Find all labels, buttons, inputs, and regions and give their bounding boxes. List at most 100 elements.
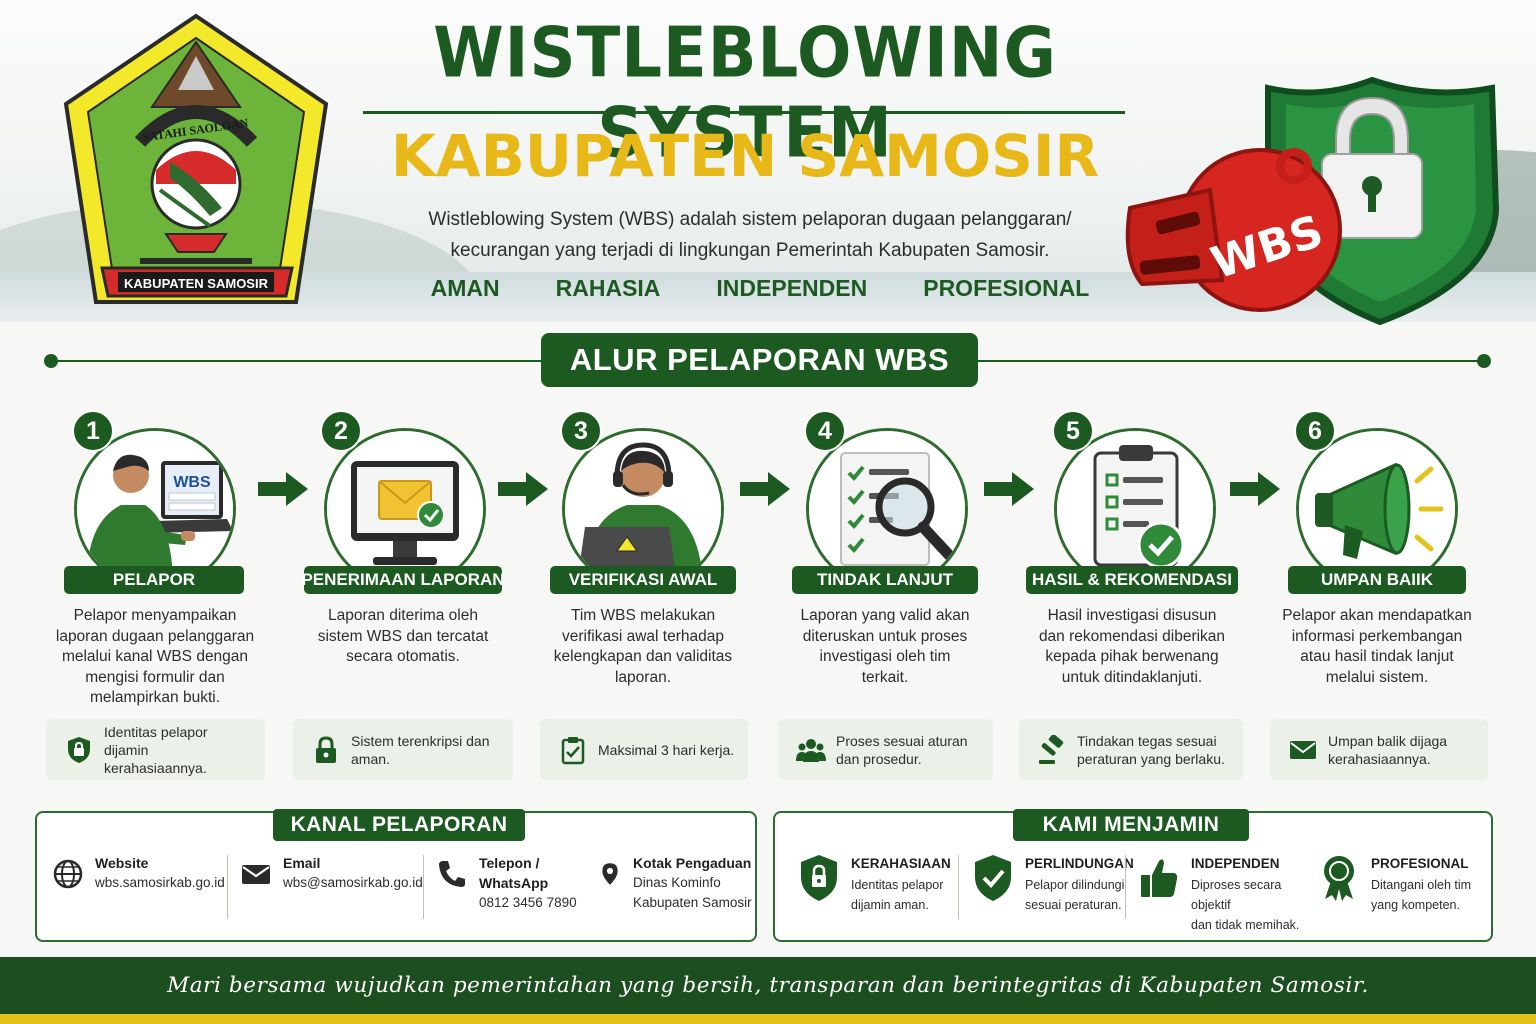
step-illustration <box>324 428 486 590</box>
megaphone-icon <box>1299 431 1455 587</box>
description-line-2: kecurangan yang terjadi di lingkungan Pe… <box>450 240 1050 261</box>
desc-line: Laporan diterima oleh <box>328 607 478 624</box>
kanal-pelaporan-panel: KANAL PELAPORAN Website wbs.samosirkab.g… <box>35 809 757 942</box>
jamin-item-text: Pelapor dilindungi <box>1025 878 1125 892</box>
alur-section-title: ALUR PELAPORAN WBS <box>541 333 978 387</box>
clipboard-approved-icon <box>1057 431 1213 587</box>
team-icon <box>796 735 826 765</box>
desc-line: Pelapor menyampaikan <box>73 607 237 624</box>
jamin-item-text: dan tidak memihak. <box>1191 918 1300 932</box>
step-5-note: Tindakan tegas sesuai peraturan yang ber… <box>1019 719 1243 780</box>
jamin-item-title: INDEPENDEN <box>1191 856 1280 871</box>
website-url[interactable]: wbs.samosirkab.go.id <box>95 875 225 890</box>
page-description: Wistleblowing System (WBS) adalah sistem… <box>380 204 1120 266</box>
note-line: Maksimal 3 hari kerja. <box>598 741 735 758</box>
note-line: Umpan balik dijaga <box>1328 732 1448 749</box>
phone-number[interactable]: 0812 3456 7890 <box>479 895 577 910</box>
email-address[interactable]: wbs@samosirkab.go.id <box>283 875 423 890</box>
monitor-mail-icon <box>327 431 483 587</box>
step-label: UMPAN BAIIK <box>1288 566 1466 594</box>
padlock-icon <box>311 735 341 765</box>
kanal-item-website[interactable]: Website wbs.samosirkab.go.id <box>51 853 231 923</box>
note-line: dijamin kerahasiaannya. <box>104 741 207 776</box>
step-illustration <box>1054 428 1216 590</box>
kanal-item-title: Kotak Pengaduan <box>633 855 752 871</box>
jamin-item-text: sesuai peraturan. <box>1025 898 1122 912</box>
kanal-item-title: Telepon / WhatsApp <box>479 855 549 891</box>
kabupaten-samosir-logo: KABUPATEN SAMOSIR SATAHI SAOLOAN <box>60 12 332 316</box>
kanal-item-telepon[interactable]: Telepon / WhatsApp 0812 3456 7890 <box>435 853 595 923</box>
desc-line: Laporan yang valid akan <box>800 607 970 624</box>
desc-line: melampirkan bukti. <box>89 689 221 706</box>
step-2-note: Sistem terenkripsi dan aman. <box>293 719 513 780</box>
step-description: Laporan diterima oleh sistem WBS dan ter… <box>298 606 508 668</box>
note-line: aman. <box>351 750 390 767</box>
jamin-item-title: PROFESIONAL <box>1371 856 1469 871</box>
desc-line: laporan dugaan pelanggaran <box>55 627 255 645</box>
step-label: HASIL & REKOMENDASI <box>1026 566 1238 594</box>
kami-menjamin-panel: KAMI MENJAMIN KERAHASIAAN Identitas pela… <box>773 809 1493 942</box>
jamin-item-text: yang kompeten. <box>1371 898 1460 912</box>
step-description: Hasil investigasi disusun dan rekomendas… <box>1026 606 1238 688</box>
desc-line: diteruskan untuk proses <box>802 627 968 645</box>
desc-line: kelengkapan dan validitas <box>553 648 733 665</box>
jamin-item-title: KERAHASIAAN <box>851 856 951 871</box>
note-line: Proses sesuai aturan <box>836 732 968 749</box>
jamin-item-independen: INDEPENDEN Diproses secara objektif dan … <box>1139 853 1319 932</box>
operator-headset-icon <box>565 431 721 587</box>
column-divider <box>958 855 959 919</box>
email-icon <box>239 857 273 891</box>
globe-icon <box>51 857 85 891</box>
location-pin-icon <box>597 857 623 891</box>
page-title: WISTLEBLOWING SYSTEM <box>433 14 1057 174</box>
thumbs-up-icon <box>1139 853 1179 903</box>
desc-line: atau hasil tindak lanjut <box>1300 648 1454 665</box>
kanal-item-kotak-pengaduan: Kotak Pengaduan Dinas Kominfo Kabupaten … <box>597 853 757 923</box>
step-1-note: Identitas pelapor dijamin kerahasiaannya… <box>46 719 265 780</box>
value-item: INDEPENDEN <box>716 274 868 301</box>
jamin-item-profesional: PROFESIONAL Ditangani oleh tim yang komp… <box>1319 853 1489 923</box>
desc-line: Tim WBS melakukan <box>570 607 716 624</box>
clipboard-check-icon <box>558 735 588 765</box>
step-3-note: Maksimal 3 hari kerja. <box>540 719 748 780</box>
document-magnifier-icon <box>809 431 965 587</box>
step-description: Pelapor akan mendapatkan informasi perke… <box>1272 606 1482 688</box>
jamin-item-perlindungan: PERLINDUNGAN Pelapor dilindungi sesuai p… <box>973 853 1134 923</box>
desc-line: verifikasi awal terhadap <box>562 627 724 645</box>
step-number: 5 <box>1052 410 1094 452</box>
step-illustration: WBS <box>74 428 236 590</box>
gavel-icon <box>1037 733 1067 765</box>
step-label: PELAPOR <box>64 566 244 594</box>
jamin-item-kerahasiaan: KERAHASIAAN Identitas pelapor dijamin am… <box>799 853 965 923</box>
step-number: 4 <box>804 410 846 452</box>
note-line: Identitas pelapor <box>104 723 208 740</box>
phone-icon <box>435 857 469 891</box>
step-number: 6 <box>1294 410 1336 452</box>
desc-line: secara otomatis. <box>346 648 460 665</box>
flow-arrow-icon <box>984 472 1034 506</box>
laptop-screen-text: WBS <box>173 474 211 491</box>
page-subtitle: KABUPATEN SAMOSIR <box>390 122 1100 190</box>
award-ribbon-icon <box>1319 853 1359 903</box>
address-line: Dinas Kominfo <box>633 875 721 890</box>
flow-arrow-icon <box>258 472 308 506</box>
note-line: Sistem terenkripsi dan <box>351 732 490 749</box>
column-divider <box>423 855 424 919</box>
step-illustration <box>806 428 968 590</box>
step-number: 2 <box>320 410 362 452</box>
kanal-panel-title: KANAL PELAPORAN <box>273 809 525 841</box>
desc-line: sistem WBS dan tercatat <box>317 627 489 645</box>
note-line: peraturan yang berlaku. <box>1077 750 1225 767</box>
column-divider <box>1125 855 1126 919</box>
jamin-item-text: Diproses secara objektif <box>1191 878 1282 912</box>
rule-end-dot <box>44 354 58 368</box>
step-description: Tim WBS melakukan verifikasi awal terhad… <box>540 606 746 688</box>
step-description: Pelapor menyampaikan laporan dugaan pela… <box>50 606 260 709</box>
desc-line: mengisi formulir dan <box>85 668 225 686</box>
flow-arrow-icon <box>740 472 790 506</box>
kanal-item-email[interactable]: Email wbs@samosirkab.go.id <box>239 853 429 923</box>
jamin-panel-title: KAMI MENJAMIN <box>1013 809 1249 841</box>
desc-line: dan rekomendasi diberikan <box>1038 627 1226 645</box>
jamin-item-text: Identitas pelapor <box>851 878 944 892</box>
desc-line: informasi perkembangan <box>1291 627 1463 645</box>
